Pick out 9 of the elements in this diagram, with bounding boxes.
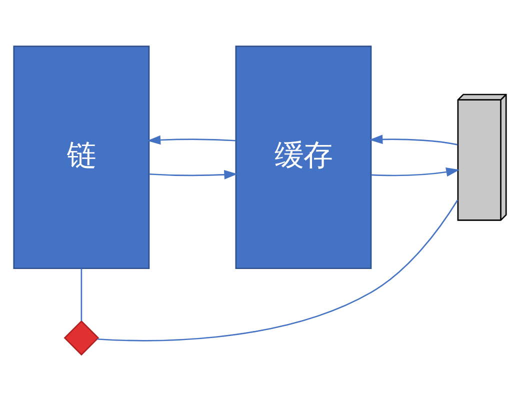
arrow — [147, 134, 236, 144]
connector — [97, 198, 458, 341]
node-box: 缓存 — [235, 45, 372, 269]
arrow — [369, 134, 458, 145]
arrow — [149, 170, 238, 179]
node-cross — [64, 320, 100, 356]
node-box: 链 — [13, 45, 150, 269]
arrow — [371, 166, 460, 176]
connector — [80, 268, 82, 320]
